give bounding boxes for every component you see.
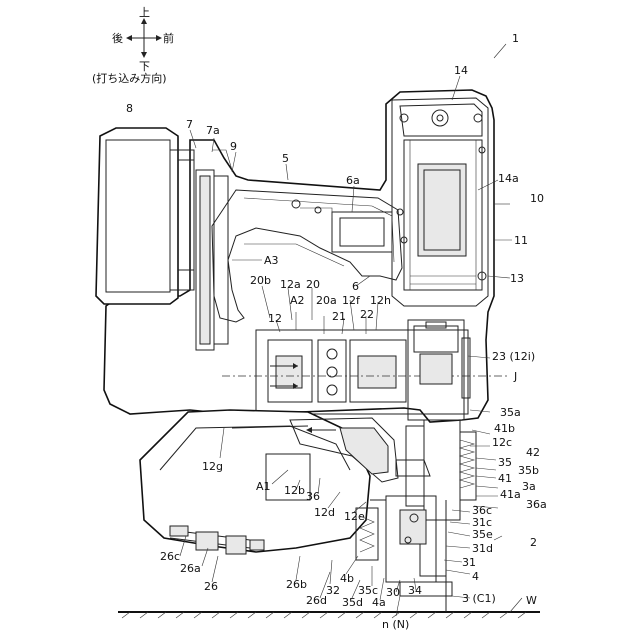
- label-7: 7: [186, 118, 193, 131]
- label-30: 30: [386, 586, 400, 599]
- label-35: 35: [498, 456, 512, 469]
- orientation-back: 後: [112, 31, 123, 45]
- label-4: 4: [472, 570, 479, 583]
- magazine: [140, 410, 370, 554]
- label-31d: 31d: [472, 542, 493, 555]
- label-12c: 12c: [492, 436, 512, 449]
- battery-cell-14a: [418, 164, 466, 256]
- label-3C1: 3 (C1): [462, 592, 496, 605]
- label-20a: 20a: [316, 294, 337, 307]
- label-21: 21: [332, 310, 346, 323]
- label-26c: 26c: [160, 550, 180, 563]
- battery-pack: [96, 128, 194, 304]
- label-22: 22: [360, 308, 374, 321]
- label-4a: 4a: [372, 596, 386, 609]
- label-35d: 35d: [342, 596, 363, 609]
- label-6: 6: [352, 280, 359, 293]
- label-26: 26: [204, 580, 218, 593]
- label-20b: 20b: [250, 274, 271, 287]
- label-5: 5: [282, 152, 289, 165]
- label-41b: 41b: [494, 422, 515, 435]
- label-12h: 12h: [370, 294, 391, 307]
- label-12b: 12b: [284, 484, 305, 497]
- label-A1: A1: [256, 480, 271, 493]
- label-12e: 12e: [344, 510, 365, 523]
- orientation-front: 前: [163, 31, 174, 45]
- label-34: 34: [408, 584, 422, 597]
- workpiece-ground: [118, 612, 540, 618]
- label-32: 32: [326, 584, 340, 597]
- label-4b: 4b: [340, 572, 354, 585]
- label-12d: 12d: [314, 506, 335, 519]
- label-35b: 35b: [518, 464, 539, 477]
- orientation-indicator: 上 下 後 前 (打ち込み方向): [92, 6, 174, 85]
- label-nN: n (N): [382, 618, 409, 631]
- label-A2: A2: [290, 294, 305, 307]
- label-35a: 35a: [500, 406, 521, 419]
- label-36: 36: [306, 490, 320, 503]
- label-1: 1: [512, 32, 519, 45]
- label-31: 31: [462, 556, 476, 569]
- label-42: 42: [526, 446, 540, 459]
- label-13: 13: [510, 272, 524, 285]
- label-3a: 3a: [522, 480, 536, 493]
- label-8: 8: [126, 102, 133, 115]
- label-14a: 14a: [498, 172, 519, 185]
- label-12: 12: [268, 312, 282, 325]
- label-14: 14: [454, 64, 468, 77]
- label-12f: 12f: [342, 294, 361, 307]
- label-36a: 36a: [526, 498, 547, 511]
- label-20: 20: [306, 278, 320, 291]
- label-W: W: [526, 594, 537, 607]
- label-9: 9: [230, 140, 237, 153]
- label-7a: 7a: [206, 124, 220, 137]
- label-A3: A3: [264, 254, 279, 267]
- label-12a: 12a: [280, 278, 301, 291]
- label-10: 10: [530, 192, 544, 205]
- label-35e: 35e: [472, 528, 493, 541]
- label-41a: 41a: [500, 488, 521, 501]
- label-26d: 26d: [306, 594, 327, 607]
- orientation-up: 上: [139, 6, 150, 19]
- label-12g: 12g: [202, 460, 223, 473]
- label-26a: 26a: [180, 562, 201, 575]
- label-2: 2: [530, 536, 537, 549]
- spring-42: [460, 440, 474, 488]
- label-26b: 26b: [286, 578, 307, 591]
- label-23: 23 (12i): [492, 350, 535, 363]
- label-11: 11: [514, 234, 528, 247]
- label-41: 41: [498, 472, 512, 485]
- label-6a: 6a: [346, 174, 360, 187]
- orientation-caption: (打ち込み方向): [92, 71, 167, 85]
- label-J: J: [513, 370, 517, 383]
